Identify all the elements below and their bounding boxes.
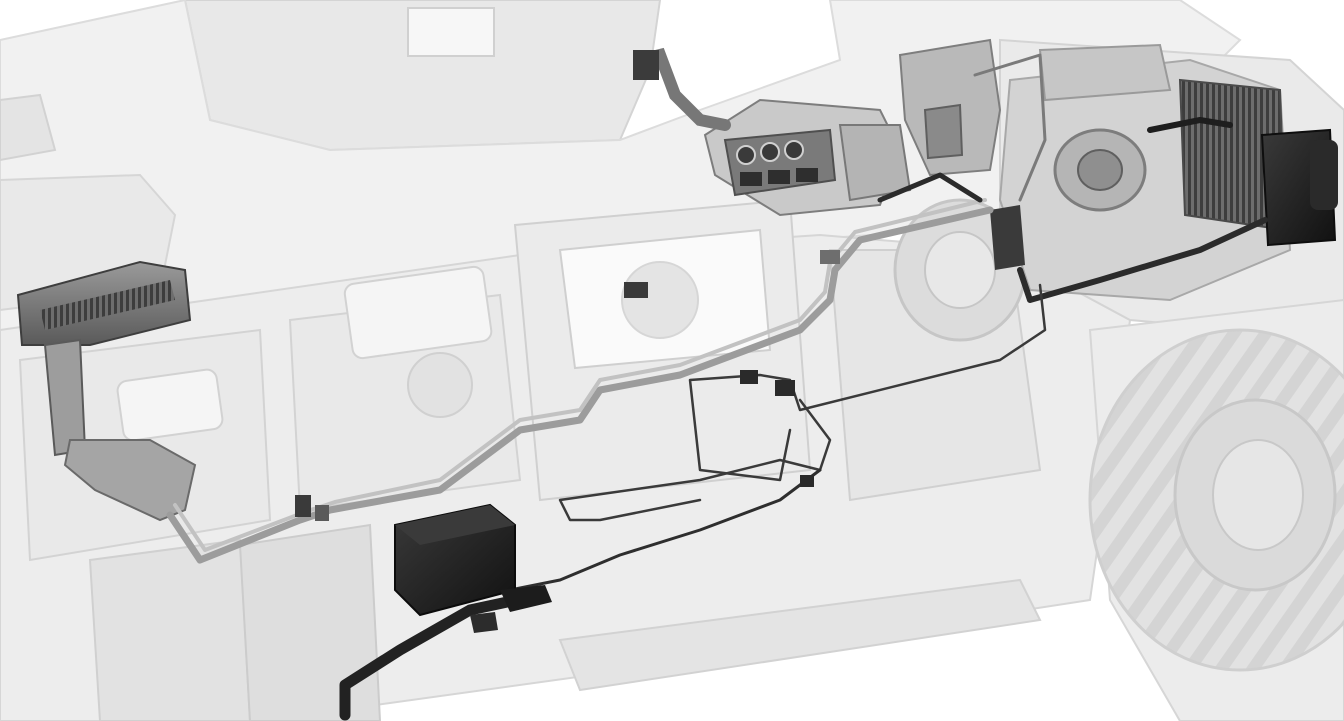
intake-manifold — [1038, 43, 1172, 102]
valve-2 — [775, 380, 795, 396]
snorkel-head — [633, 50, 659, 80]
connector-1 — [800, 475, 814, 487]
pipe-fitting-2 — [315, 505, 329, 521]
rear-hvac-unit — [16, 260, 197, 522]
hvac-blower — [838, 124, 912, 202]
condenser-fan — [1310, 140, 1338, 210]
door-porthole — [621, 261, 699, 339]
pipe-fitting-1 — [295, 495, 311, 517]
hvac-vent-1 — [740, 172, 762, 186]
hvac-knob-2 — [760, 142, 780, 162]
rear-evaporator-grille — [40, 280, 175, 330]
auxiliary-heater — [394, 503, 552, 633]
side-window-rear — [116, 368, 224, 442]
roof-hatch-window — [407, 7, 495, 57]
exhaust-pipe — [339, 589, 546, 721]
turbo-inlet — [1077, 149, 1123, 191]
hvac-vent-2 — [768, 170, 790, 184]
spare-wheel-hub — [924, 231, 996, 309]
front-heater-unit — [990, 205, 1025, 270]
control-harness-1 — [688, 283, 1047, 482]
door-latch — [624, 282, 648, 298]
hvac-knob-1 — [736, 145, 756, 165]
heater-fuel-line — [458, 468, 822, 602]
refrigerant-lines — [166, 53, 1268, 721]
jerry-can-2 — [238, 523, 382, 721]
hvac-knob-3 — [784, 140, 804, 160]
valve-1 — [740, 370, 758, 384]
discharge-line — [1017, 217, 1268, 303]
condenser-hose — [1147, 117, 1233, 133]
heater-pump — [470, 612, 498, 633]
running-board — [558, 578, 1042, 692]
heater-burner — [500, 585, 552, 612]
fuel-cap-ghost — [407, 352, 473, 418]
air-box-port — [923, 103, 964, 160]
hvac-vent-3 — [796, 168, 818, 182]
suction-line — [166, 206, 994, 564]
rear-bracket — [0, 93, 57, 162]
engine-loop-line — [973, 53, 1047, 202]
control-harness-2 — [558, 398, 832, 522]
jerry-can-1 — [88, 538, 252, 721]
heater-hose — [877, 172, 983, 203]
front-hvac-unit — [633, 47, 912, 217]
expansion-valve — [820, 250, 840, 264]
wheel-center — [1212, 439, 1304, 551]
side-window-mid — [343, 265, 493, 360]
auxiliary-heater-top — [395, 505, 515, 545]
